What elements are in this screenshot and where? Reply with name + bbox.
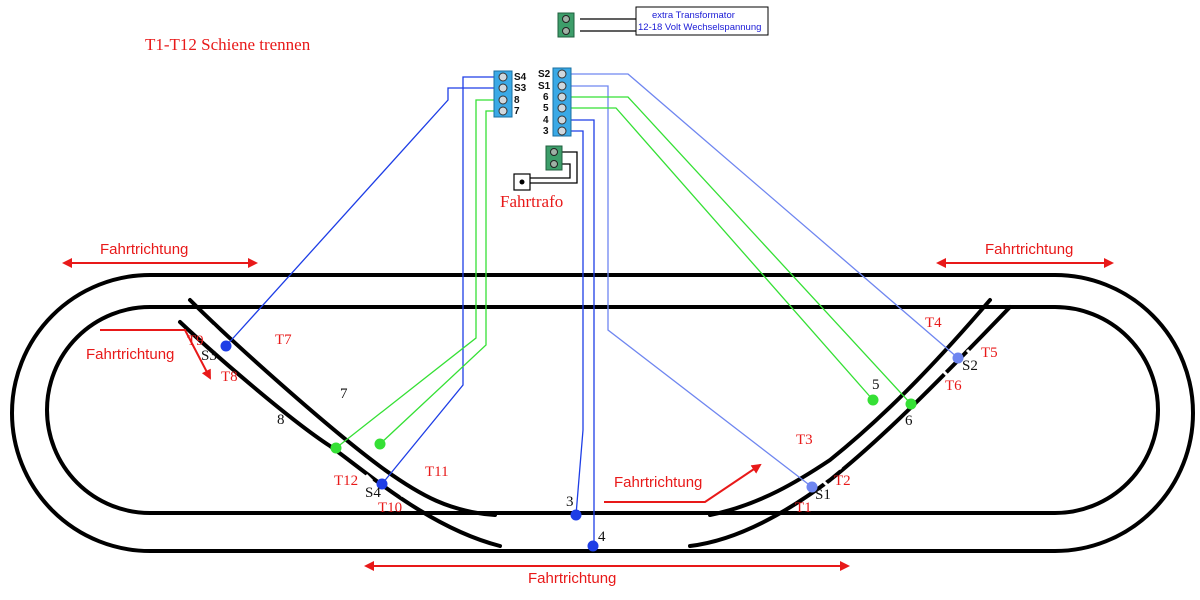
wire-fahrtrafo-a	[530, 151, 578, 184]
arrow-right-bent	[604, 463, 762, 503]
wire-3	[568, 130, 584, 516]
wire-8	[335, 99, 496, 449]
dot-3	[570, 509, 582, 521]
right-terminal-label-0: S2	[538, 69, 551, 80]
label-t11: T11	[425, 464, 449, 480]
label-t8: T8	[221, 369, 238, 385]
direction-label-top-right: Fahrtrichtung	[985, 241, 1073, 258]
label-8: 8	[277, 412, 285, 428]
label-3: 3	[566, 494, 574, 510]
dot-s1	[806, 481, 818, 493]
label-t4: T4	[925, 315, 942, 331]
connection-dots	[220, 340, 964, 552]
left-terminal-label-3: 7	[514, 106, 520, 117]
left-diagonal-rail-a	[188, 298, 497, 517]
cut-marks	[210, 324, 975, 498]
cut-labels: T1 T2 T3 T4 T5 T6 T7 T8 T9 T10 T11 T12	[187, 315, 998, 516]
wire-fahrtrafo-b	[530, 163, 571, 179]
extra-transformer-line2: 12-18 Volt Wechselspannung	[638, 22, 761, 33]
left-terminal-block: S4 S3 8 7	[493, 70, 527, 118]
label-7: 7	[340, 386, 348, 402]
extra-transformer-line1: extra Transformator	[652, 10, 735, 21]
label-t1: T1	[795, 500, 812, 516]
label-5: 5	[872, 377, 880, 393]
direction-label-bottom: Fahrtrichtung	[528, 570, 616, 587]
extra-transformer-connector	[557, 12, 575, 38]
left-diagonal-rail-b	[178, 320, 502, 548]
right-terminal-label-3: 5	[543, 103, 549, 114]
fahrtrafo-jack	[513, 173, 531, 191]
dot-8	[330, 442, 342, 454]
label-t12: T12	[334, 473, 358, 489]
label-t7: T7	[275, 332, 292, 348]
right-terminal-block: S2 S1 6 5 4 3	[538, 67, 572, 137]
fahrtrafo-connector	[545, 145, 563, 171]
fahrtrafo-label: Fahrtrafo	[500, 192, 563, 211]
right-terminal-label-4: 4	[543, 115, 549, 126]
left-terminal-label-1: S3	[514, 83, 527, 94]
label-t2: T2	[834, 473, 851, 489]
label-s4: S4	[365, 485, 381, 501]
left-terminal-label-2: 8	[514, 95, 520, 106]
extra-transformer-box: extra Transformator 12-18 Volt Wechselsp…	[635, 6, 769, 36]
direction-label-right: Fahrtrichtung	[614, 474, 702, 491]
wire-5	[568, 107, 874, 401]
dot-6	[905, 398, 917, 410]
right-terminal-label-2: 6	[543, 92, 549, 103]
right-diagonal-rail-b	[688, 305, 1012, 548]
wire-7	[379, 110, 496, 445]
direction-arrows	[62, 258, 1114, 571]
wire-6	[568, 96, 912, 405]
dot-s3	[220, 340, 232, 352]
wire-s2	[568, 73, 959, 359]
label-t6: T6	[945, 378, 962, 394]
label-t5: T5	[981, 345, 998, 361]
wire-s4	[381, 76, 496, 485]
outer-oval-outer-rail	[10, 273, 1195, 553]
label-s2: S2	[962, 358, 978, 374]
right-diagonal-rail-a	[708, 298, 992, 517]
wire-s3	[225, 87, 496, 347]
track-layout	[10, 273, 1195, 553]
label-t9: T9	[187, 333, 204, 349]
right-terminal-label-1: S1	[538, 81, 551, 92]
node-labels: S1 S2 S3 S4 3 4 5 6 7 8	[201, 348, 978, 545]
label-s1: S1	[815, 487, 831, 503]
dot-s2	[952, 352, 964, 364]
dot-4	[587, 540, 599, 552]
direction-label-left: Fahrtrichtung	[86, 346, 174, 363]
label-6: 6	[905, 413, 913, 429]
left-terminal-label-0: S4	[514, 72, 527, 83]
label-4: 4	[598, 529, 606, 545]
outer-oval-inner-rail	[45, 305, 1160, 515]
dot-s4	[376, 478, 388, 490]
arrow-left-bent	[100, 329, 211, 380]
label-s3: S3	[201, 348, 217, 364]
dot-5	[867, 394, 879, 406]
wires	[225, 18, 959, 546]
label-t3: T3	[796, 432, 813, 448]
right-terminal-label-5: 3	[543, 126, 549, 137]
wire-4	[568, 119, 595, 546]
dot-7	[374, 438, 386, 450]
label-t10: T10	[378, 500, 402, 516]
direction-label-top-left: Fahrtrichtung	[100, 241, 188, 258]
page-title: T1-T12 Schiene trennen	[145, 35, 311, 54]
wire-s1	[568, 85, 813, 488]
